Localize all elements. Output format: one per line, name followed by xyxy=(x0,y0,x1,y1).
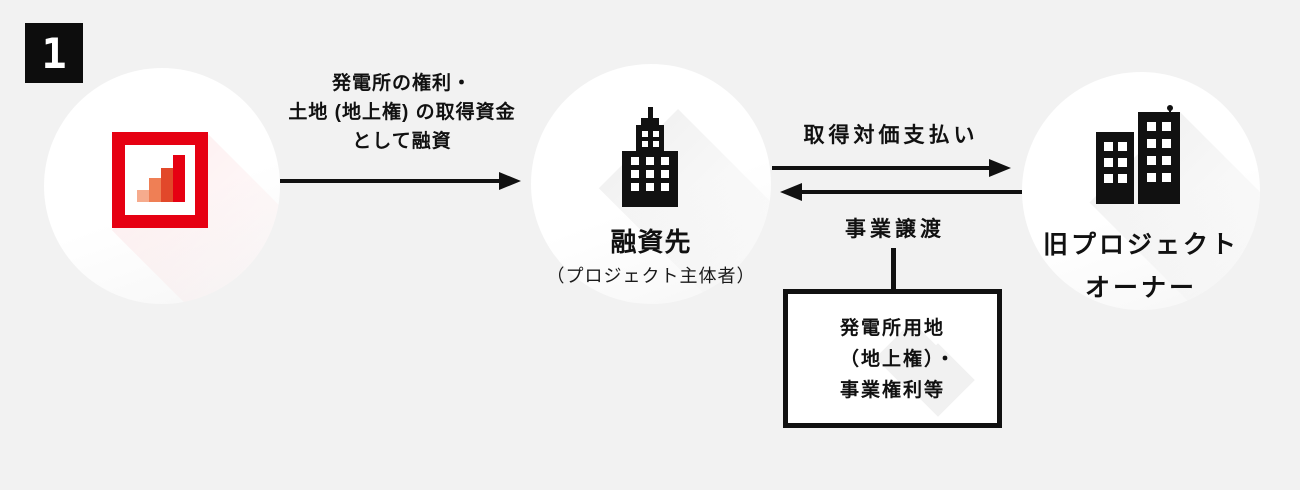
asset-box-text: 発電所用地 （地上権）・ 事業権利等 xyxy=(840,313,957,406)
borrower-sublabel: （プロジェクト主体者） xyxy=(546,266,756,286)
transfer-arrow-label: 事業譲渡 xyxy=(845,218,945,241)
logo-bars xyxy=(137,155,185,202)
loan-label-line2: 土地 (地上権) の取得資金 xyxy=(288,102,516,123)
loan-label-line1: 発電所の権利・ xyxy=(331,73,472,94)
old-owner-label: 旧プロジェクト オーナー xyxy=(1022,224,1260,310)
node-borrower-circle xyxy=(531,64,771,304)
borrower-label: 融資先 xyxy=(610,227,692,257)
step-number-badge: 1 xyxy=(25,23,83,83)
asset-box-line1: 発電所用地 xyxy=(840,318,946,339)
loan-label-line3: として融資 xyxy=(352,131,452,152)
old-owner-label-line2: オーナー xyxy=(1084,274,1197,302)
payment-arrow-head-icon xyxy=(989,159,1011,177)
old-owner-label-line1: 旧プロジェクト xyxy=(1042,231,1239,259)
asset-box: 発電所用地 （地上権）・ 事業権利等 xyxy=(783,289,1002,428)
two-buildings-icon xyxy=(1096,104,1180,209)
loan-arrow-line xyxy=(280,179,500,183)
transfer-arrow-line xyxy=(801,190,1022,194)
node-lender-circle xyxy=(44,68,280,304)
asset-box-line2: （地上権）・ xyxy=(840,349,957,370)
payment-arrow-label: 取得対価支払い xyxy=(803,124,979,147)
loan-arrow-head-icon xyxy=(499,172,521,190)
bar-chart-logo-icon xyxy=(112,132,208,228)
transfer-arrow-head-icon xyxy=(780,183,802,201)
office-building-icon xyxy=(622,107,678,212)
payment-arrow-line xyxy=(772,166,990,170)
loan-arrow-label: 発電所の権利・ 土地 (地上権) の取得資金 として融資 xyxy=(272,69,532,156)
node-old-owner-circle xyxy=(1022,72,1260,310)
asset-box-line3: 事業権利等 xyxy=(840,380,946,401)
transfer-connector-line xyxy=(891,248,896,290)
